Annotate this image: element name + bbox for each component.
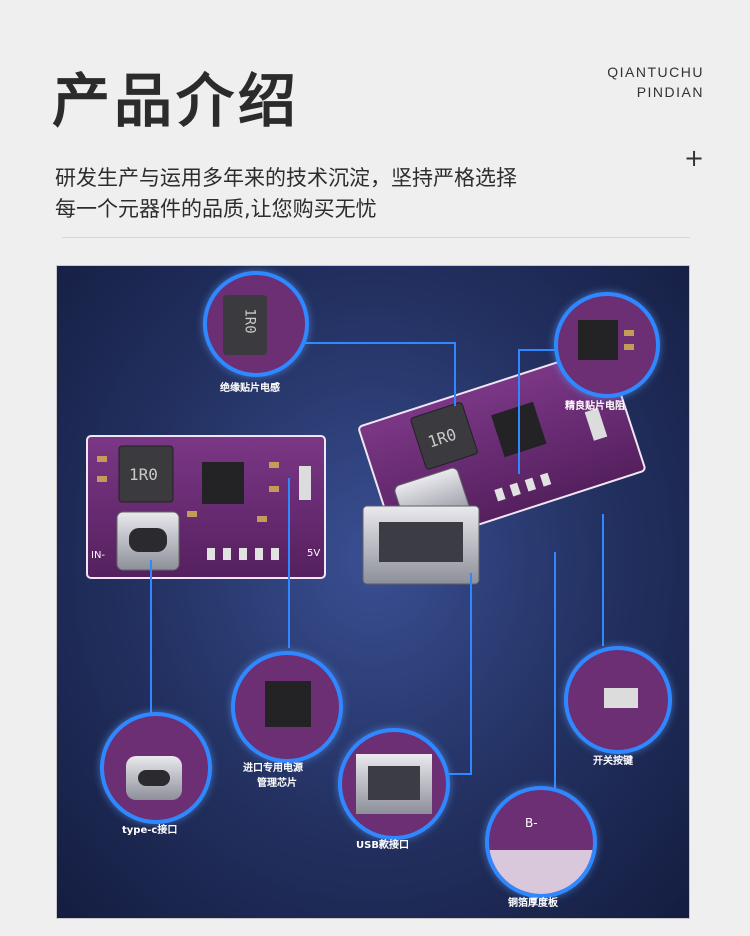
description-line-2: 每一个元器件的品质,让您购买无忧 [55, 197, 377, 221]
switch-bubble [564, 646, 672, 754]
chip-bubble [231, 651, 343, 763]
pin-5v-label: 5V [307, 548, 320, 559]
usb-port [362, 505, 480, 585]
callout-lines [150, 342, 604, 798]
usb-bubble [338, 728, 450, 840]
brand-line-1: QIANTUCHU [607, 64, 704, 80]
product-illustration: 1R0 IN- 5V 1R0 [86, 342, 646, 798]
callout-label-chip-2: 管理芯片 [257, 778, 297, 789]
copper-bubble: B- [485, 786, 597, 898]
page-title: 产品介绍 [52, 67, 301, 135]
bubble-inductor-text: 1R0 [241, 308, 258, 334]
product-image: 1R0 IN- 5V 1R0 [57, 266, 689, 918]
callout-label-resistor: 精良贴片电阻 [565, 401, 625, 412]
callout-label-copper: 铜箔厚度板 [508, 898, 558, 909]
callout-label-typec: type-c接口 [122, 825, 178, 836]
callout-label-usb: USB款接口 [356, 840, 409, 851]
right-board: 1R0 B- [358, 346, 646, 551]
pin-in-label: IN- [91, 550, 105, 561]
inductor-bubble: 1R0 [203, 271, 309, 377]
callout-label-chip-1: 进口专用电源 [243, 763, 303, 774]
typec-bubble [100, 712, 212, 824]
resistor-bubble [554, 292, 660, 398]
bubble-pin-b: B- [525, 816, 538, 830]
description: 研发生产与运用多年来的技术沉淀，坚持严格选择 每一个元器件的品质,让您购买无忧 [55, 163, 655, 225]
brand-line-2: PINDIAN [636, 84, 704, 100]
callout-label-inductor: 绝缘贴片电感 [220, 383, 280, 394]
description-line-1: 研发生产与运用多年来的技术沉淀，坚持严格选择 [55, 166, 517, 190]
left-board: 1R0 IN- 5V [86, 435, 326, 579]
divider [62, 237, 690, 238]
plus-icon: + [684, 144, 705, 172]
brand-name: QIANTUCHU PINDIAN [607, 62, 704, 102]
inductor-text: 1R0 [129, 465, 158, 484]
callout-label-switch: 开关按键 [593, 756, 633, 767]
